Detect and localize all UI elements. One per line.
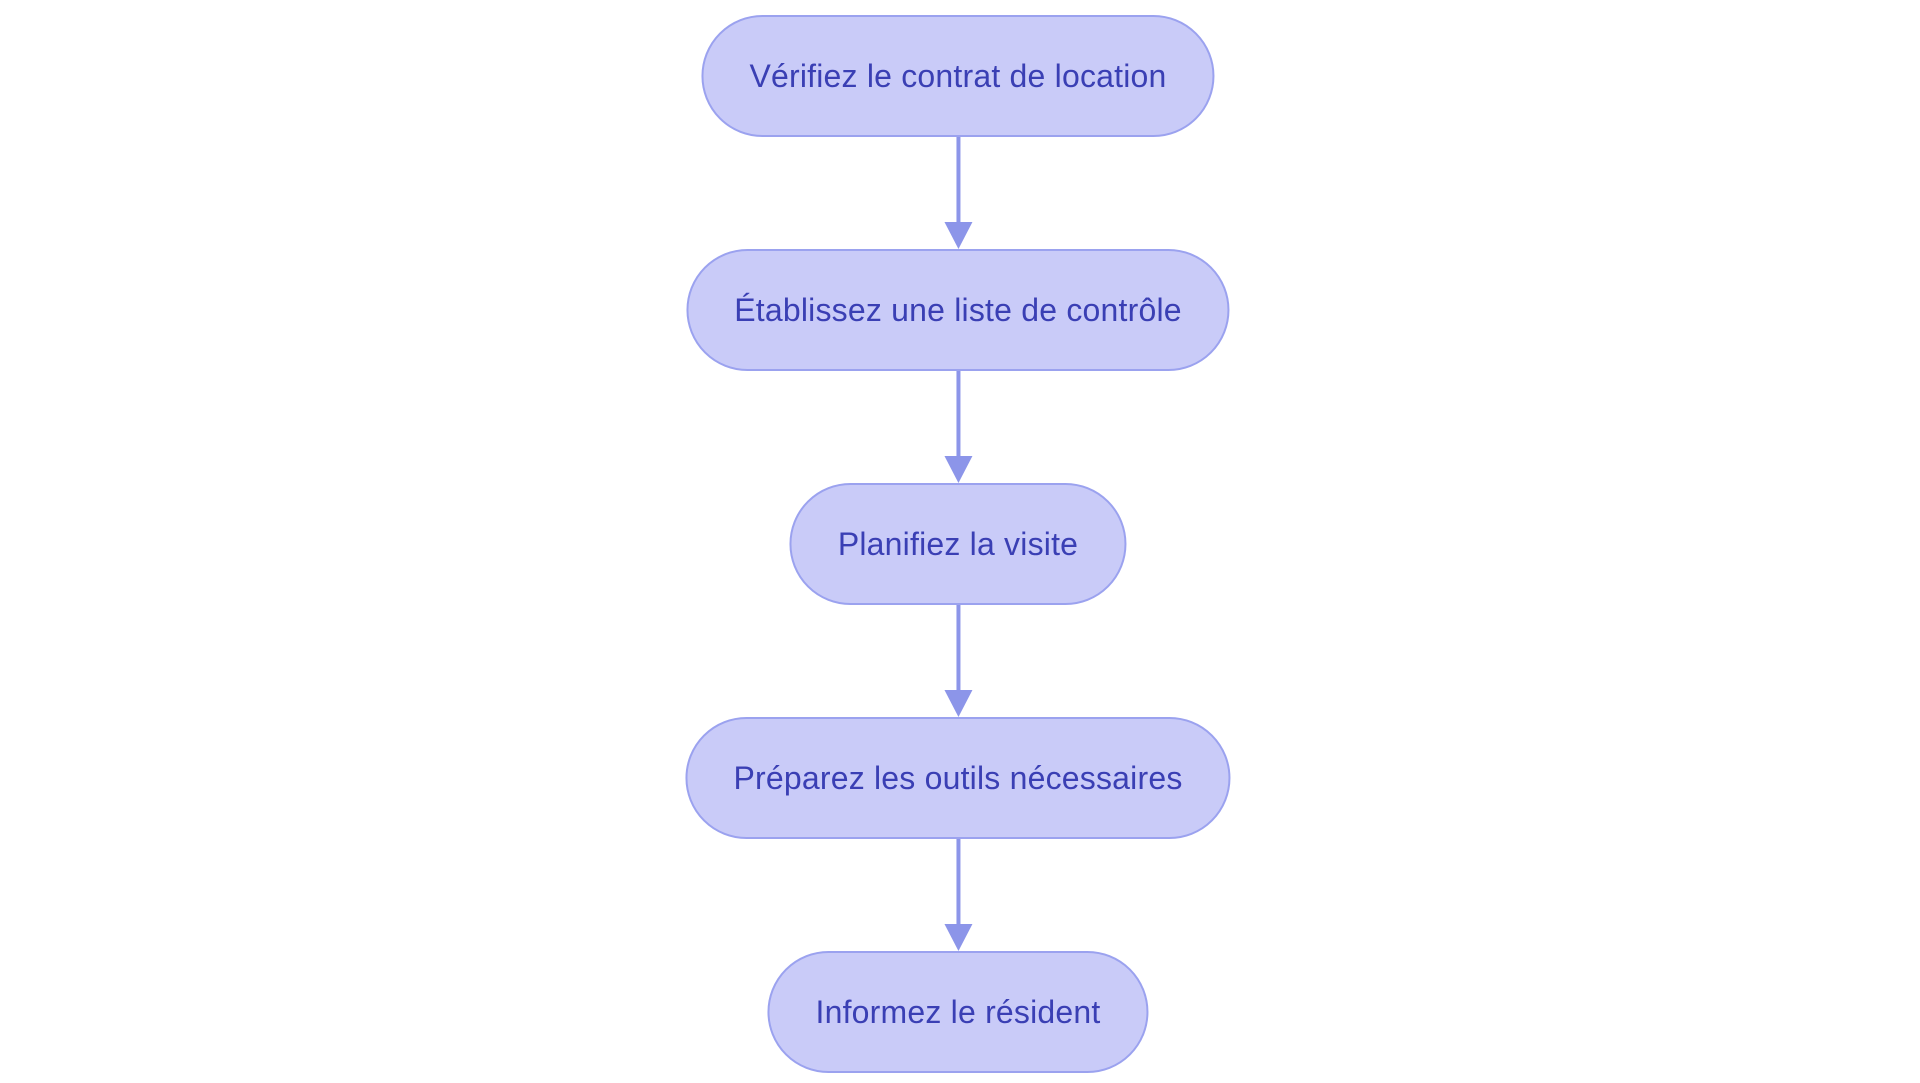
edge-4-5 xyxy=(943,839,973,951)
flow-node-inform-resident: Informez le résident xyxy=(767,951,1149,1073)
flow-node-prepare-tools: Préparez les outils nécessaires xyxy=(685,717,1231,839)
arrow-line xyxy=(955,371,960,459)
flow-node-plan-visit: Planifiez la visite xyxy=(789,483,1127,605)
arrowhead-down-icon xyxy=(943,456,972,483)
flowchart: Vérifiez le contrat de location Établiss… xyxy=(685,15,1231,1073)
edge-2-3 xyxy=(943,371,973,483)
arrow-line xyxy=(955,839,960,927)
arrow-line xyxy=(955,605,960,693)
edge-3-4 xyxy=(943,605,973,717)
arrowhead-down-icon xyxy=(943,690,972,717)
flow-node-checklist: Établissez une liste de contrôle xyxy=(686,249,1230,371)
edge-1-2 xyxy=(943,137,973,249)
flow-node-verify-contract: Vérifiez le contrat de location xyxy=(701,15,1215,137)
arrow-line xyxy=(955,137,960,225)
arrowhead-down-icon xyxy=(943,222,972,249)
arrowhead-down-icon xyxy=(943,924,972,951)
